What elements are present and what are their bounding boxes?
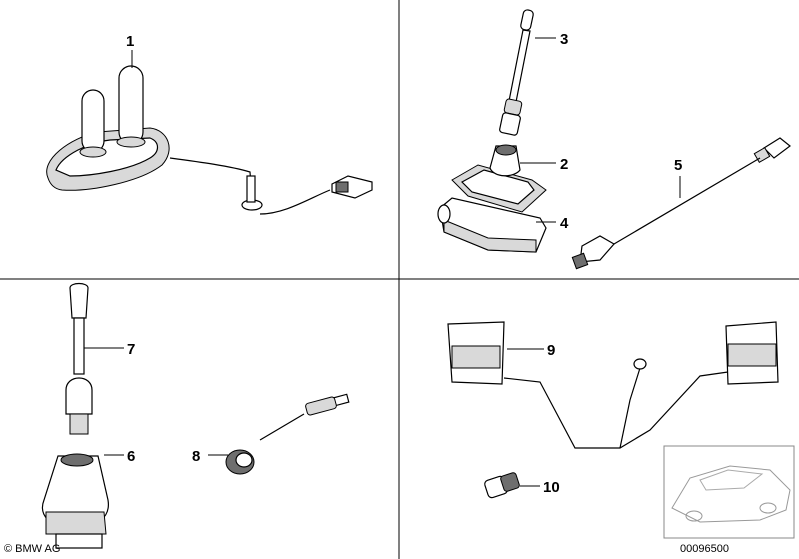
callout-7: 7 — [127, 341, 135, 358]
part-7-antenna-mast[interactable] — [65, 282, 93, 435]
part-5-antenna-cable[interactable] — [571, 137, 791, 270]
callout-9: 9 — [547, 342, 555, 359]
callout-5: 5 — [674, 157, 682, 174]
part-2-antenna-base[interactable] — [451, 144, 547, 213]
part-8-adapter-cable[interactable] — [225, 393, 350, 475]
part-3-rod-antenna[interactable] — [499, 9, 534, 136]
part-1-roof-antenna[interactable] — [46, 65, 373, 215]
diagram-number: 00096500 — [680, 543, 729, 555]
callout-8: 8 — [192, 448, 200, 465]
vehicle-thumbnail — [663, 445, 795, 539]
callout-6: 6 — [127, 448, 135, 465]
part-10-filter-plug[interactable] — [484, 472, 520, 499]
callout-4: 4 — [560, 215, 569, 232]
part-6-antenna-foot[interactable] — [41, 453, 109, 549]
callout-10: 10 — [543, 479, 560, 496]
callout-3: 3 — [560, 31, 568, 48]
copyright: © BMW AG — [4, 543, 60, 555]
part-4-amplifier[interactable] — [437, 197, 547, 253]
callout-2: 2 — [560, 156, 568, 173]
callout-1: 1 — [126, 33, 134, 50]
part-9-window-antenna[interactable] — [447, 321, 779, 449]
